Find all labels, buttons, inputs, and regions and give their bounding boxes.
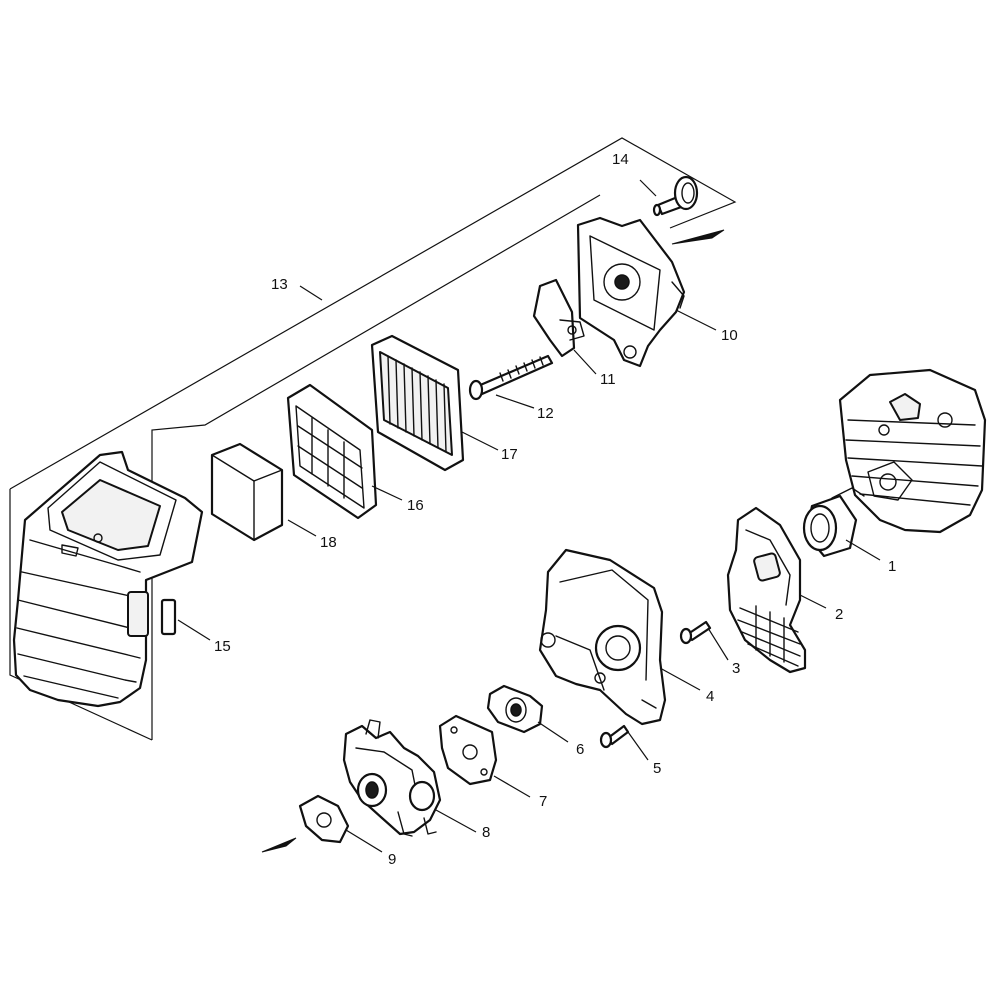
part-7-gasket [438,714,498,786]
callout-14: 14 [612,151,629,168]
callout-6: 6 [576,741,584,758]
callout-5: 5 [653,760,661,777]
part-15-label [160,598,177,636]
callout-18: 18 [320,534,337,551]
part-8-carburetor [342,719,442,837]
callout-13: 13 [271,276,288,293]
part-5-screw [599,724,630,749]
engine-cylinder [838,368,987,534]
direction-arrow-top [671,229,725,245]
callout-16: 16 [407,497,424,514]
part-16-filter-frame [286,383,378,520]
part-6-spacer [486,684,544,734]
callout-17: 17 [501,446,518,463]
part-17-paper-filter [370,334,465,472]
part-18-foam-filter [210,442,284,542]
callout-8: 8 [482,824,490,841]
callout-1: 1 [888,558,896,575]
part-1-intake-boot [802,487,865,558]
direction-arrow-bottom [261,837,297,853]
part-3-screw [679,620,712,645]
callout-15: 15 [214,638,231,655]
part-15-air-filter-cover [12,450,204,708]
callout-10: 10 [721,327,738,344]
part-12-bolt [468,354,554,401]
kit-13-bracket [9,137,737,741]
callout-9: 9 [388,851,396,868]
callout-4: 4 [706,688,714,705]
part-2-insulator [726,506,807,674]
part-4-intake-plate [538,548,667,726]
leader-lines [177,179,881,853]
part-11-plate [532,278,585,358]
callout-3: 3 [732,660,740,677]
part-14-knob [652,175,699,217]
callout-12: 12 [537,405,554,422]
part-9-gasket [298,794,350,844]
callout-11: 11 [600,371,616,388]
part-10-filter-base [576,216,686,368]
callout-2: 2 [835,606,843,623]
callout-7: 7 [539,793,547,810]
